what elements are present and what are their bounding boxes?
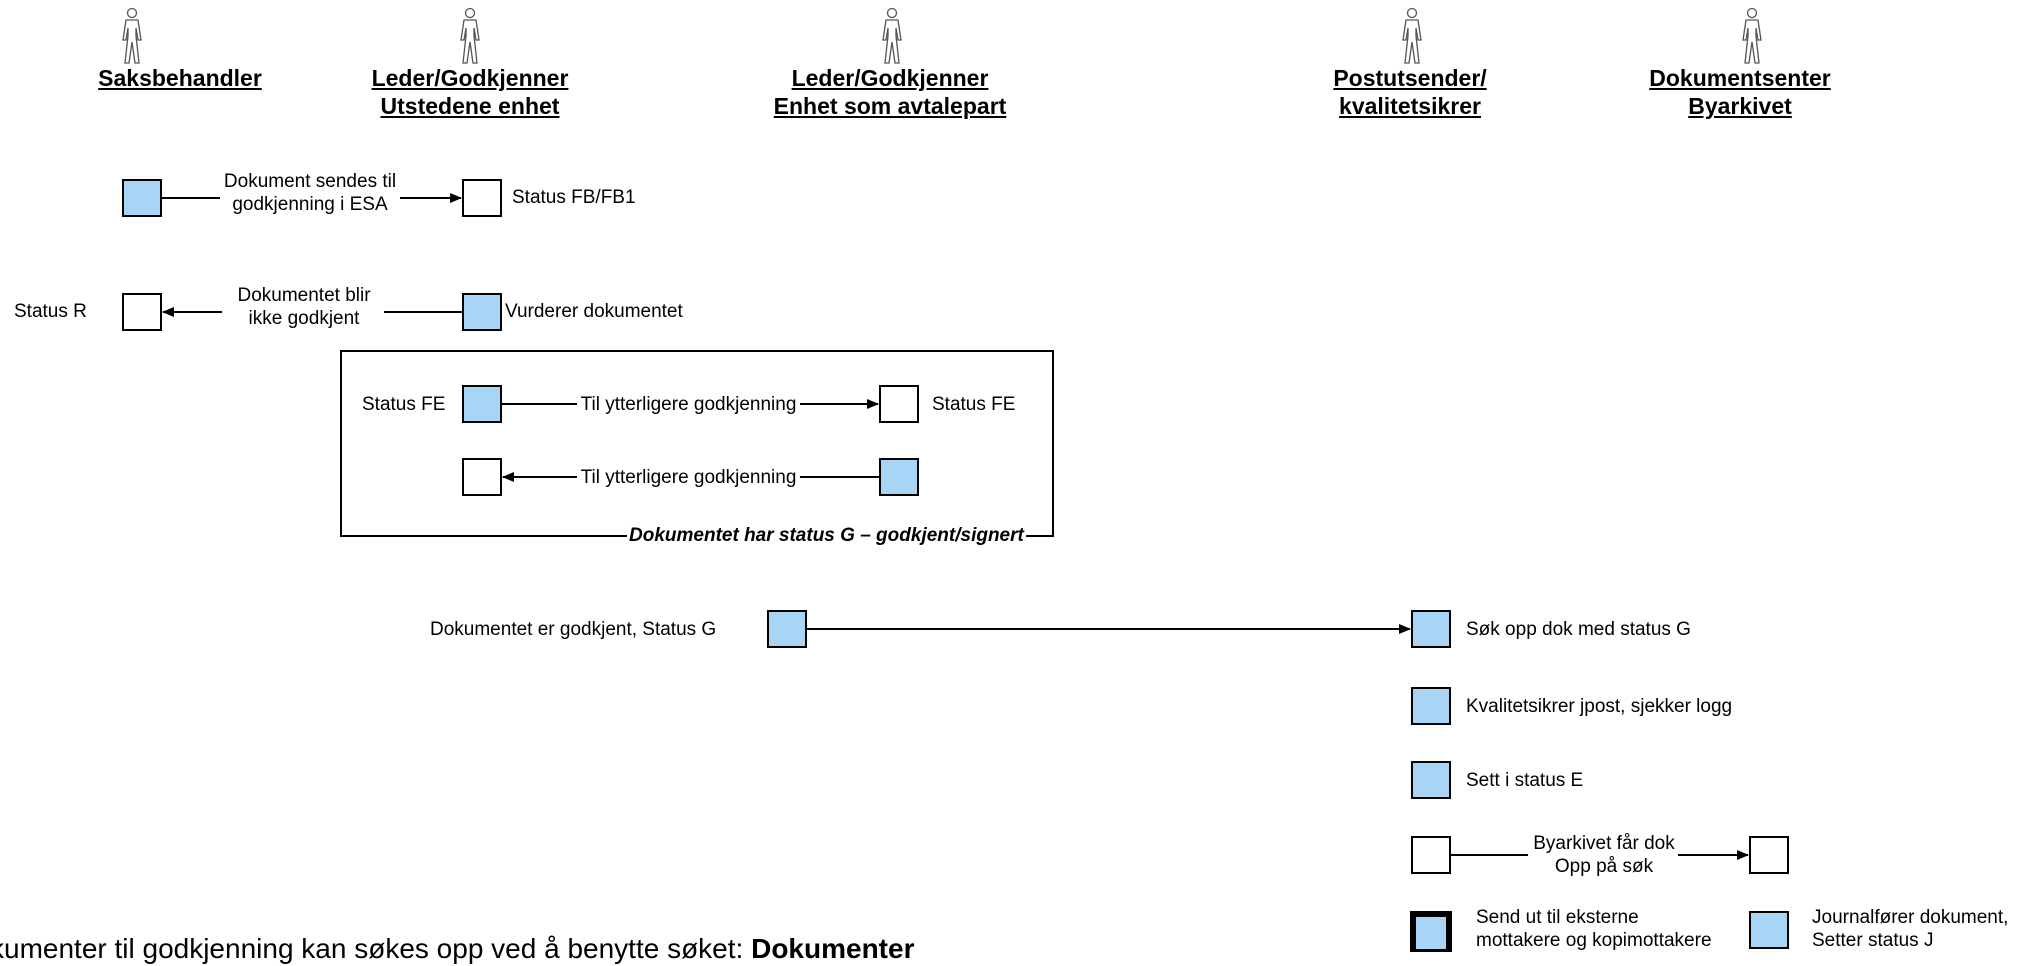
status-r-label: Status R bbox=[14, 301, 87, 322]
role-line1: Leder/Godkjenner bbox=[371, 65, 569, 91]
leder-box-fe[interactable] bbox=[462, 385, 502, 423]
avtalepart-box-fe[interactable] bbox=[879, 385, 919, 423]
role-line1: Dokumentsenter bbox=[1649, 65, 1831, 91]
actor-icon bbox=[1742, 7, 1762, 64]
status-fb-label: Status FB/FB1 bbox=[512, 187, 636, 208]
dokumentsenter-box-gets[interactable] bbox=[1749, 836, 1789, 874]
byarkivet-gets-label: Byarkivet får dok Opp på søk bbox=[1524, 832, 1684, 878]
role-line2: kvalitetsikrer bbox=[1339, 93, 1481, 119]
footer-plain: kumenter til godkjenning kan søkes opp v… bbox=[0, 933, 752, 964]
frame-caption: Dokumentet har status G – godkjent/signe… bbox=[627, 524, 1026, 547]
role-line1: Leder/Godkjenner bbox=[791, 65, 989, 91]
actor-icon bbox=[882, 7, 902, 64]
label-line: Setter status J bbox=[1812, 930, 1934, 951]
label-line: mottakere og kopimottakere bbox=[1476, 930, 1712, 951]
actor-icon bbox=[122, 7, 142, 64]
postutsender-box-search[interactable] bbox=[1411, 610, 1451, 648]
set-status-e-label: Sett i status E bbox=[1466, 770, 1584, 791]
role-dokumentsenter: Dokumentsenter Byarkivet bbox=[1620, 64, 1860, 120]
further-approval-label-1: Til ytterligere godkjenning bbox=[580, 394, 797, 415]
actor-icon bbox=[1402, 7, 1422, 64]
label-line: Opp på søk bbox=[1554, 856, 1654, 877]
role-line1: Saksbehandler bbox=[98, 65, 262, 91]
postutsender-box-quality[interactable] bbox=[1411, 687, 1451, 725]
approved-box[interactable] bbox=[767, 610, 807, 648]
avtalepart-box-return[interactable] bbox=[879, 458, 919, 496]
label-line: Send ut til eksterne bbox=[1476, 907, 1639, 928]
saksbehandler-box-r[interactable] bbox=[122, 293, 162, 331]
not-approved-label: Dokumentet blir ikke godkjent bbox=[222, 284, 386, 330]
role-line2: Utstedene enhet bbox=[380, 93, 560, 119]
leder-box-evaluates[interactable] bbox=[462, 293, 502, 331]
label-line: Dokument sendes til bbox=[223, 171, 397, 192]
approval-frame bbox=[340, 350, 1054, 537]
role-leder-avtalepart: Leder/Godkjenner Enhet som avtalepart bbox=[740, 64, 1040, 120]
send-to-approval-label: Dokument sendes til godkjenning i ESA bbox=[215, 170, 405, 216]
actor-icon bbox=[460, 7, 480, 64]
footer-text: kumenter til godkjenning kan søkes opp v… bbox=[0, 932, 914, 966]
quality-check-label: Kvalitetsikrer jpost, sjekker logg bbox=[1466, 696, 1733, 717]
postutsender-box-status-e[interactable] bbox=[1411, 761, 1451, 799]
label-line: Dokumentet blir bbox=[237, 285, 371, 306]
label-line: Byarkivet får dok bbox=[1533, 833, 1675, 854]
leder-box-fb[interactable] bbox=[462, 179, 502, 217]
evaluates-label: Vurderer dokumentet bbox=[505, 301, 683, 322]
leder-box-return[interactable] bbox=[462, 458, 502, 496]
role-line2: Enhet som avtalepart bbox=[773, 93, 1007, 119]
further-approval-label-2: Til ytterligere godkjenning bbox=[580, 467, 797, 488]
role-postutsender: Postutsender/ kvalitetsikrer bbox=[1300, 64, 1520, 120]
role-line1: Postutsender/ bbox=[1333, 65, 1487, 91]
send-external-label: Send ut til eksterne mottakere og kopimo… bbox=[1476, 906, 1712, 952]
role-saksbehandler: Saksbehandler bbox=[60, 64, 300, 92]
saksbehandler-box-1[interactable] bbox=[122, 179, 162, 217]
footer-bold: Dokumenter bbox=[751, 933, 915, 964]
status-fe-left-label: Status FE bbox=[362, 394, 446, 415]
role-line2: Byarkivet bbox=[1688, 93, 1792, 119]
role-leder-utstedende: Leder/Godkjenner Utstedene enhet bbox=[340, 64, 600, 120]
postutsender-box-send[interactable] bbox=[1410, 911, 1452, 952]
search-status-g-label: Søk opp dok med status G bbox=[1466, 619, 1691, 640]
status-fe-right-label: Status FE bbox=[932, 394, 1016, 415]
postutsender-box-byarkivet[interactable] bbox=[1411, 836, 1451, 874]
dokumentsenter-box-register[interactable] bbox=[1749, 911, 1789, 949]
register-label: Journalfører dokument, Setter status J bbox=[1812, 906, 2008, 952]
label-line: ikke godkjent bbox=[248, 308, 360, 329]
label-line: Journalfører dokument, bbox=[1812, 907, 2009, 928]
label-line: godkjenning i ESA bbox=[232, 194, 388, 215]
approved-status-g-label: Dokumentet er godkjent, Status G bbox=[430, 619, 717, 640]
